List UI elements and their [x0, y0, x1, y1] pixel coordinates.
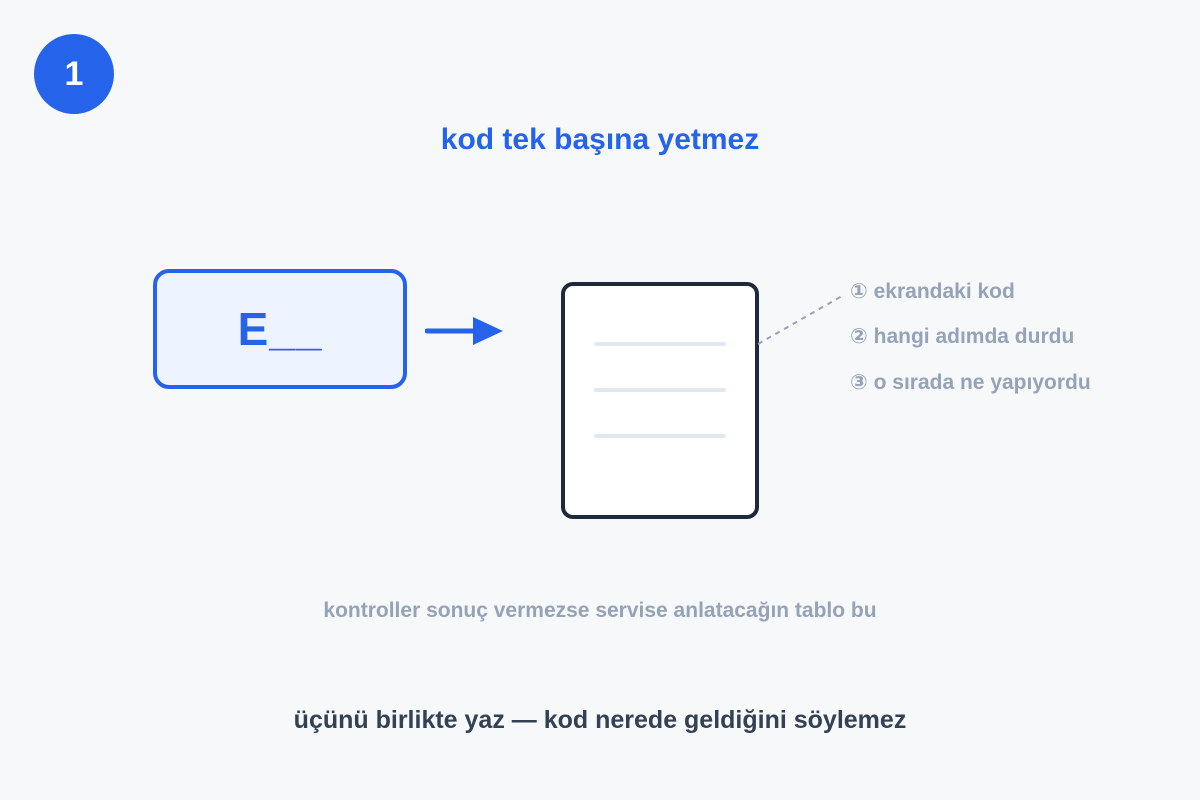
arrow-right-icon — [425, 317, 503, 345]
footer-note: üçünü birlikte yaz — kod nerede geldiğin… — [293, 706, 907, 734]
page-title: kod tek başına yetmez — [440, 123, 760, 156]
checklist-item: ③ o sırada ne yapıyordu — [850, 371, 1091, 394]
checklist-item: ① ekrandaki kod — [850, 280, 1015, 303]
step-number-badge: 1 — [34, 34, 114, 114]
caption-text: kontroller sonuç vermezse servise anlata… — [323, 599, 877, 622]
error-code-display: E__ — [153, 269, 407, 389]
document-line — [594, 388, 726, 392]
document-line — [594, 342, 726, 346]
document-icon — [561, 282, 759, 519]
checklist-item: ② hangi adımda durdu — [850, 325, 1075, 348]
step-number: 1 — [64, 54, 84, 93]
document-line — [594, 434, 726, 438]
error-code-text: E__ — [237, 303, 323, 355]
dashed-connector-line — [757, 295, 843, 345]
